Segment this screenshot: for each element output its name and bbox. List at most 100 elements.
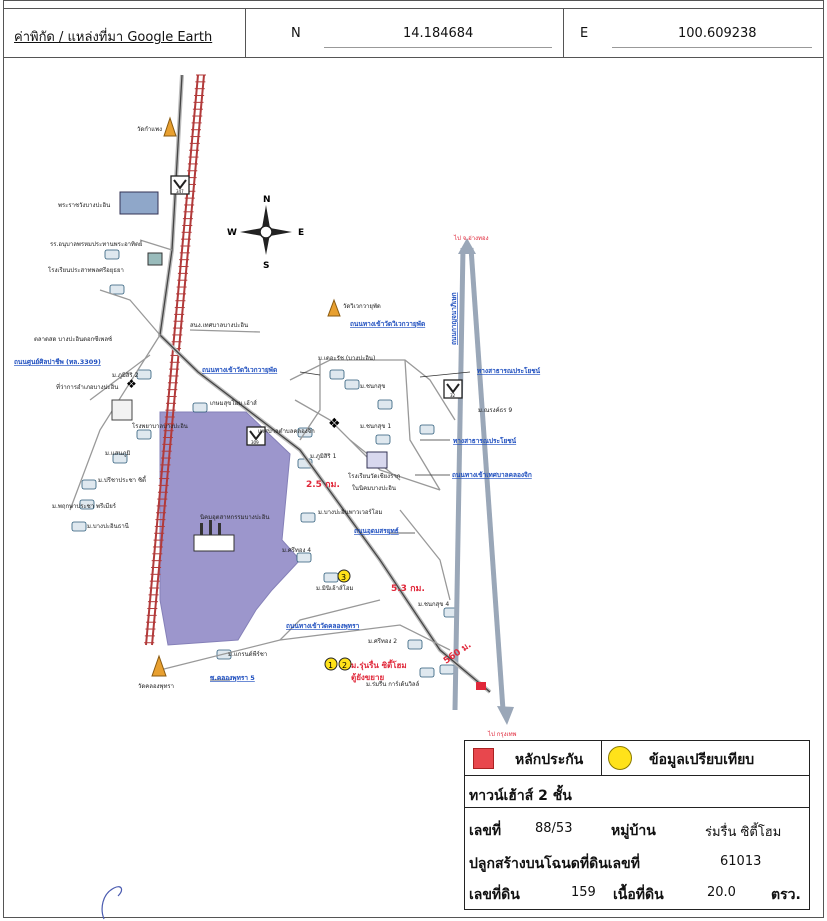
house-icon [419, 667, 435, 678]
label-chanasuk: ม.ชนกสุข [360, 383, 385, 390]
house-icon [81, 479, 97, 490]
source-cell: ค่าพิกัด / แหล่งที่มา Google Earth [4, 9, 246, 57]
label-hospital: โรงพยาบาลบางปะอิน [132, 422, 188, 430]
temple-icon [151, 654, 167, 677]
label-preecha: ม.ปรีชาประชา ซิตี้ [98, 474, 147, 484]
label-road-wivek: ถนนทางเข้าวัดวิเวกวายุพัด [350, 319, 425, 328]
label-wat-kamphaeng: วัดกำแพง [137, 126, 162, 133]
govt-icon: ❖ [126, 377, 137, 391]
land-no-value: 159 [571, 885, 596, 900]
road-309 [157, 74, 492, 694]
label-estate: นิคมอุตสาหกรรมบางปะอิน [200, 514, 270, 521]
e-value: 100.609238 [678, 26, 757, 41]
highway-32 [452, 238, 514, 725]
number-label: เลขที่ [469, 823, 502, 839]
area-unit: ตรว. [771, 887, 801, 903]
house-icon [112, 453, 128, 464]
e-label: E [580, 26, 589, 41]
n-label: N [291, 26, 301, 41]
label-wat-wivek: วัดวิเวกวายุพัด [343, 303, 381, 310]
label-school2: โรงเรียนประสาทพลศรีอยุธยา [48, 266, 124, 274]
label-pumisiri1: ม.ภูมิสิริ 1 [310, 453, 337, 460]
palace-icon [119, 191, 159, 215]
house-icon [109, 284, 125, 295]
label-palace: พระราชวังบางปะอิน [58, 202, 110, 209]
village-value: ร่มรื่น ซิตี้โฮม [705, 825, 782, 840]
source-label: ค่าพิกัด / แหล่งที่มา Google Earth [14, 30, 213, 45]
school-icon [366, 451, 388, 469]
comparison-marker-1 [324, 657, 338, 671]
deed-value: 61013 [720, 854, 762, 869]
house-icon [296, 552, 312, 563]
hospital-icon [111, 399, 133, 421]
leader-lines [210, 371, 471, 681]
label-sri-thong4: ม.ศรีทอง 4 [282, 546, 311, 554]
label-subject2: ตู้ยังขยาย [351, 672, 384, 683]
land-no-label: เลขที่ดิน [469, 887, 520, 903]
label-municipal: สนง.เทศบาลบางปะอิน [190, 322, 248, 329]
compass-n: N [263, 195, 271, 205]
label-phrasp: ม.พฤกษาประชา พรีเมียร์ [52, 502, 117, 510]
marker-2-label: 2 [342, 661, 347, 670]
village-label: หมู่บ้าน [611, 823, 656, 839]
area-label: เนื้อที่ดิน [613, 887, 664, 903]
temple-icon [327, 298, 341, 317]
legend-key-row: หลักประกัน ข้อมูลเปรียบเทียบ [465, 741, 809, 776]
label-sri-thong2: ม.ศรีทอง 2 [368, 637, 397, 645]
label-wat-khlong: วัดคลองพุทรา [138, 683, 174, 690]
comparison-swatch [608, 746, 632, 770]
label-chanasuk4: ม.ชนกสุข 4 [418, 601, 449, 608]
label-powerhome: ม.บางปะอินพาวเวอร์โฮม [318, 508, 383, 516]
area-value: 20.0 [707, 885, 736, 900]
house-icon [136, 429, 152, 440]
label-road-wat-kp: ถนนทางเข้าวัดคลองพุทรา [286, 621, 360, 630]
n-underline [324, 47, 552, 48]
east-cell: E 100.609238 [564, 9, 823, 57]
house-icon [192, 402, 208, 413]
compass-e: E [298, 228, 304, 238]
collateral-marker [476, 682, 486, 690]
shield-mid-label: 309 [251, 440, 259, 445]
comparison-marker-2 [338, 657, 352, 671]
label-district: ที่ว่าการอำเภอบางปะอิน [56, 383, 118, 391]
compass-w: W [227, 228, 237, 238]
label-to-north: ไป จ.อ่างทอง [453, 234, 489, 242]
compass-rose [240, 205, 292, 255]
signature-mark [101, 886, 123, 920]
label-public1: ทางสาธารณประโยชน์ [477, 366, 541, 375]
label-saensuk: ม.แสนภูมิ [105, 450, 130, 457]
highway-shield-icon [246, 426, 266, 446]
label-market: ตลาดสด บางปะอินดอกซีเพลซ์ [34, 335, 112, 343]
label-chanasap: ม.ณรงค์ธร 9 [478, 406, 512, 414]
marker-3-label: 3 [341, 573, 346, 582]
house-icon [329, 369, 345, 380]
label-bamrung: เทศบาลตำบลคลองจิก [258, 428, 315, 435]
shield-right-label: 32 [450, 393, 456, 398]
n-value: 14.184684 [403, 26, 474, 41]
label-chanasuk1: ม.ชนกสุข 1 [360, 423, 391, 430]
temple-icon [163, 116, 177, 137]
label-road-tes: ถนนทางเข้าเทศบาลคลองจิก [452, 470, 532, 479]
compass-s: S [263, 261, 269, 271]
school-icon [147, 252, 163, 266]
distance-2: 5.3 กม. [391, 584, 425, 594]
label-subject: ม.รุ่นรื่น ซิตี้โฮม [351, 659, 407, 671]
minor-roads [69, 239, 456, 671]
house-icon [323, 572, 339, 583]
house-icon [104, 249, 120, 260]
highway-shield-icon [443, 379, 463, 399]
label-kanchana: ถนนกาญจนาภิเษก [450, 292, 458, 345]
collateral-swatch [473, 748, 494, 769]
page-frame [3, 0, 824, 918]
number-value: 88/53 [535, 821, 573, 836]
location-map: N S W E 347 309 32 ❖ [14, 74, 541, 738]
label-public2: ทางสาธารณประโยชน์ [453, 436, 517, 445]
industrial-estate-area [159, 411, 301, 646]
house-icon [407, 639, 423, 650]
house-icon [377, 399, 393, 410]
house-icon [344, 379, 360, 390]
label-to-south: ไป กรุงเทพ [487, 730, 517, 738]
label-kasem: เกษมสุขโฮม เฮ้าส์ [210, 399, 257, 407]
house-icon [419, 424, 435, 435]
highway-shield-icon [170, 175, 190, 195]
